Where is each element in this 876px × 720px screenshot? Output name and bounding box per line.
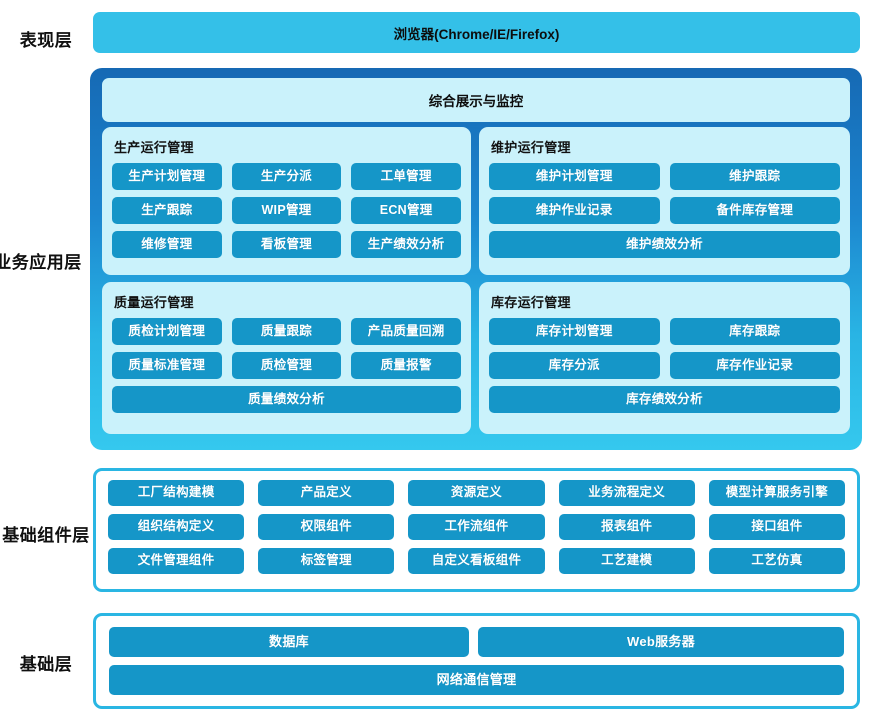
component-button[interactable]: 产品定义	[258, 480, 395, 506]
component-button[interactable]: 工艺仿真	[708, 548, 846, 574]
panel-row: 库存绩效分析	[489, 386, 840, 413]
component-button[interactable]: 业务流程定义	[558, 480, 695, 506]
panel-production-management: 生产运行管理 生产计划管理 生产分派 工单管理 生产跟踪 WIP管理 ECN管理…	[102, 127, 471, 275]
component-button[interactable]: 工厂结构建模	[108, 480, 245, 506]
module-button[interactable]: 质检管理	[231, 352, 342, 379]
component-button[interactable]: 报表组件	[558, 514, 695, 540]
module-button[interactable]: 库存计划管理	[489, 318, 660, 345]
module-button[interactable]: 质检计划管理	[112, 318, 222, 345]
module-button[interactable]: 库存跟踪	[669, 318, 840, 345]
component-row: 组织结构定义 权限组件 工作流组件 报表组件 接口组件	[108, 514, 846, 540]
module-button[interactable]: 生产跟踪	[112, 197, 222, 224]
module-button[interactable]: 维修管理	[112, 231, 222, 258]
module-button[interactable]: 生产绩效分析	[351, 231, 462, 258]
component-row: 文件管理组件 标签管理 自定义看板组件 工艺建模 工艺仿真	[108, 548, 846, 574]
layer-label-component: 基础组件层	[2, 526, 90, 545]
module-button[interactable]: 生产分派	[231, 163, 342, 190]
module-button[interactable]: 产品质量回溯	[351, 318, 462, 345]
module-button[interactable]: 维护计划管理	[489, 163, 660, 190]
base-infrastructure-layer: 数据库 Web服务器 网络通信管理	[93, 613, 860, 709]
component-button[interactable]: 工艺建模	[558, 548, 695, 574]
layer-label-presentation: 表现层	[19, 31, 73, 50]
layer-label-business: 业务应用层	[0, 253, 82, 272]
module-button[interactable]: ECN管理	[351, 197, 462, 224]
presentation-browser-bar: 浏览器(Chrome/IE/Firefox)	[93, 12, 860, 53]
panel-title-production: 生产运行管理	[114, 140, 194, 155]
panel-row: 质量标准管理 质检管理 质量报警	[112, 352, 462, 379]
component-button[interactable]: 权限组件	[258, 514, 395, 540]
module-button[interactable]: 质量绩效分析	[112, 386, 461, 413]
business-application-layer: 综合展示与监控 生产运行管理 生产计划管理 生产分派 工单管理 生产跟踪 WIP…	[90, 68, 862, 450]
foundation-component-layer: 工厂结构建模 产品定义 资源定义 业务流程定义 模型计算服务引擎 组织结构定义 …	[93, 468, 860, 592]
module-button[interactable]: 质量跟踪	[231, 318, 342, 345]
component-button[interactable]: 标签管理	[258, 548, 395, 574]
web-server-button[interactable]: Web服务器	[478, 627, 844, 657]
module-button[interactable]: 维护跟踪	[669, 163, 840, 190]
panel-maintenance-management: 维护运行管理 维护计划管理 维护跟踪 维护作业记录 备件库存管理 维护绩效分析	[479, 127, 850, 275]
module-button[interactable]: 维护绩效分析	[489, 231, 840, 258]
module-button[interactable]: 质量标准管理	[112, 352, 222, 379]
panel-row: 维护作业记录 备件库存管理	[489, 197, 840, 224]
base-row: 数据库 Web服务器	[109, 627, 844, 657]
component-button[interactable]: 资源定义	[408, 480, 545, 506]
overview-monitoring-bar: 综合展示与监控	[102, 78, 850, 122]
component-button[interactable]: 模型计算服务引擎	[708, 480, 846, 506]
module-button[interactable]: 生产计划管理	[112, 163, 222, 190]
panel-row: 生产计划管理 生产分派 工单管理	[112, 163, 462, 190]
panel-title-inventory: 库存运行管理	[491, 295, 571, 310]
module-button[interactable]: 维护作业记录	[489, 197, 660, 224]
module-button[interactable]: 库存分派	[489, 352, 660, 379]
panel-row: 维护绩效分析	[489, 231, 840, 258]
panel-row: 库存分派 库存作业记录	[489, 352, 840, 379]
component-button[interactable]: 组织结构定义	[108, 514, 245, 540]
panel-inventory-management: 库存运行管理 库存计划管理 库存跟踪 库存分派 库存作业记录 库存绩效分析	[479, 282, 850, 434]
module-button[interactable]: 工单管理	[351, 163, 462, 190]
module-button[interactable]: 看板管理	[231, 231, 342, 258]
component-row: 工厂结构建模 产品定义 资源定义 业务流程定义 模型计算服务引擎	[108, 480, 846, 506]
panel-row: 生产跟踪 WIP管理 ECN管理	[112, 197, 462, 224]
module-button[interactable]: 备件库存管理	[669, 197, 840, 224]
panel-title-quality: 质量运行管理	[114, 295, 194, 310]
component-button[interactable]: 接口组件	[708, 514, 846, 540]
panel-row: 质量绩效分析	[112, 386, 461, 413]
component-button[interactable]: 自定义看板组件	[408, 548, 545, 574]
network-communication-button[interactable]: 网络通信管理	[109, 665, 844, 695]
layer-label-base: 基础层	[19, 655, 73, 674]
database-button[interactable]: 数据库	[109, 627, 469, 657]
base-row: 网络通信管理	[109, 665, 844, 695]
panel-row: 维护计划管理 维护跟踪	[489, 163, 840, 190]
module-button[interactable]: 质量报警	[351, 352, 462, 379]
component-button[interactable]: 文件管理组件	[108, 548, 245, 574]
component-button[interactable]: 工作流组件	[408, 514, 545, 540]
panel-row: 质检计划管理 质量跟踪 产品质量回溯	[112, 318, 462, 345]
panel-title-maintenance: 维护运行管理	[491, 140, 571, 155]
panel-row: 维修管理 看板管理 生产绩效分析	[112, 231, 462, 258]
module-button[interactable]: WIP管理	[231, 197, 342, 224]
panel-quality-management: 质量运行管理 质检计划管理 质量跟踪 产品质量回溯 质量标准管理 质检管理 质量…	[102, 282, 471, 434]
module-button[interactable]: 库存绩效分析	[489, 386, 840, 413]
module-button[interactable]: 库存作业记录	[669, 352, 840, 379]
panel-row: 库存计划管理 库存跟踪	[489, 318, 840, 345]
